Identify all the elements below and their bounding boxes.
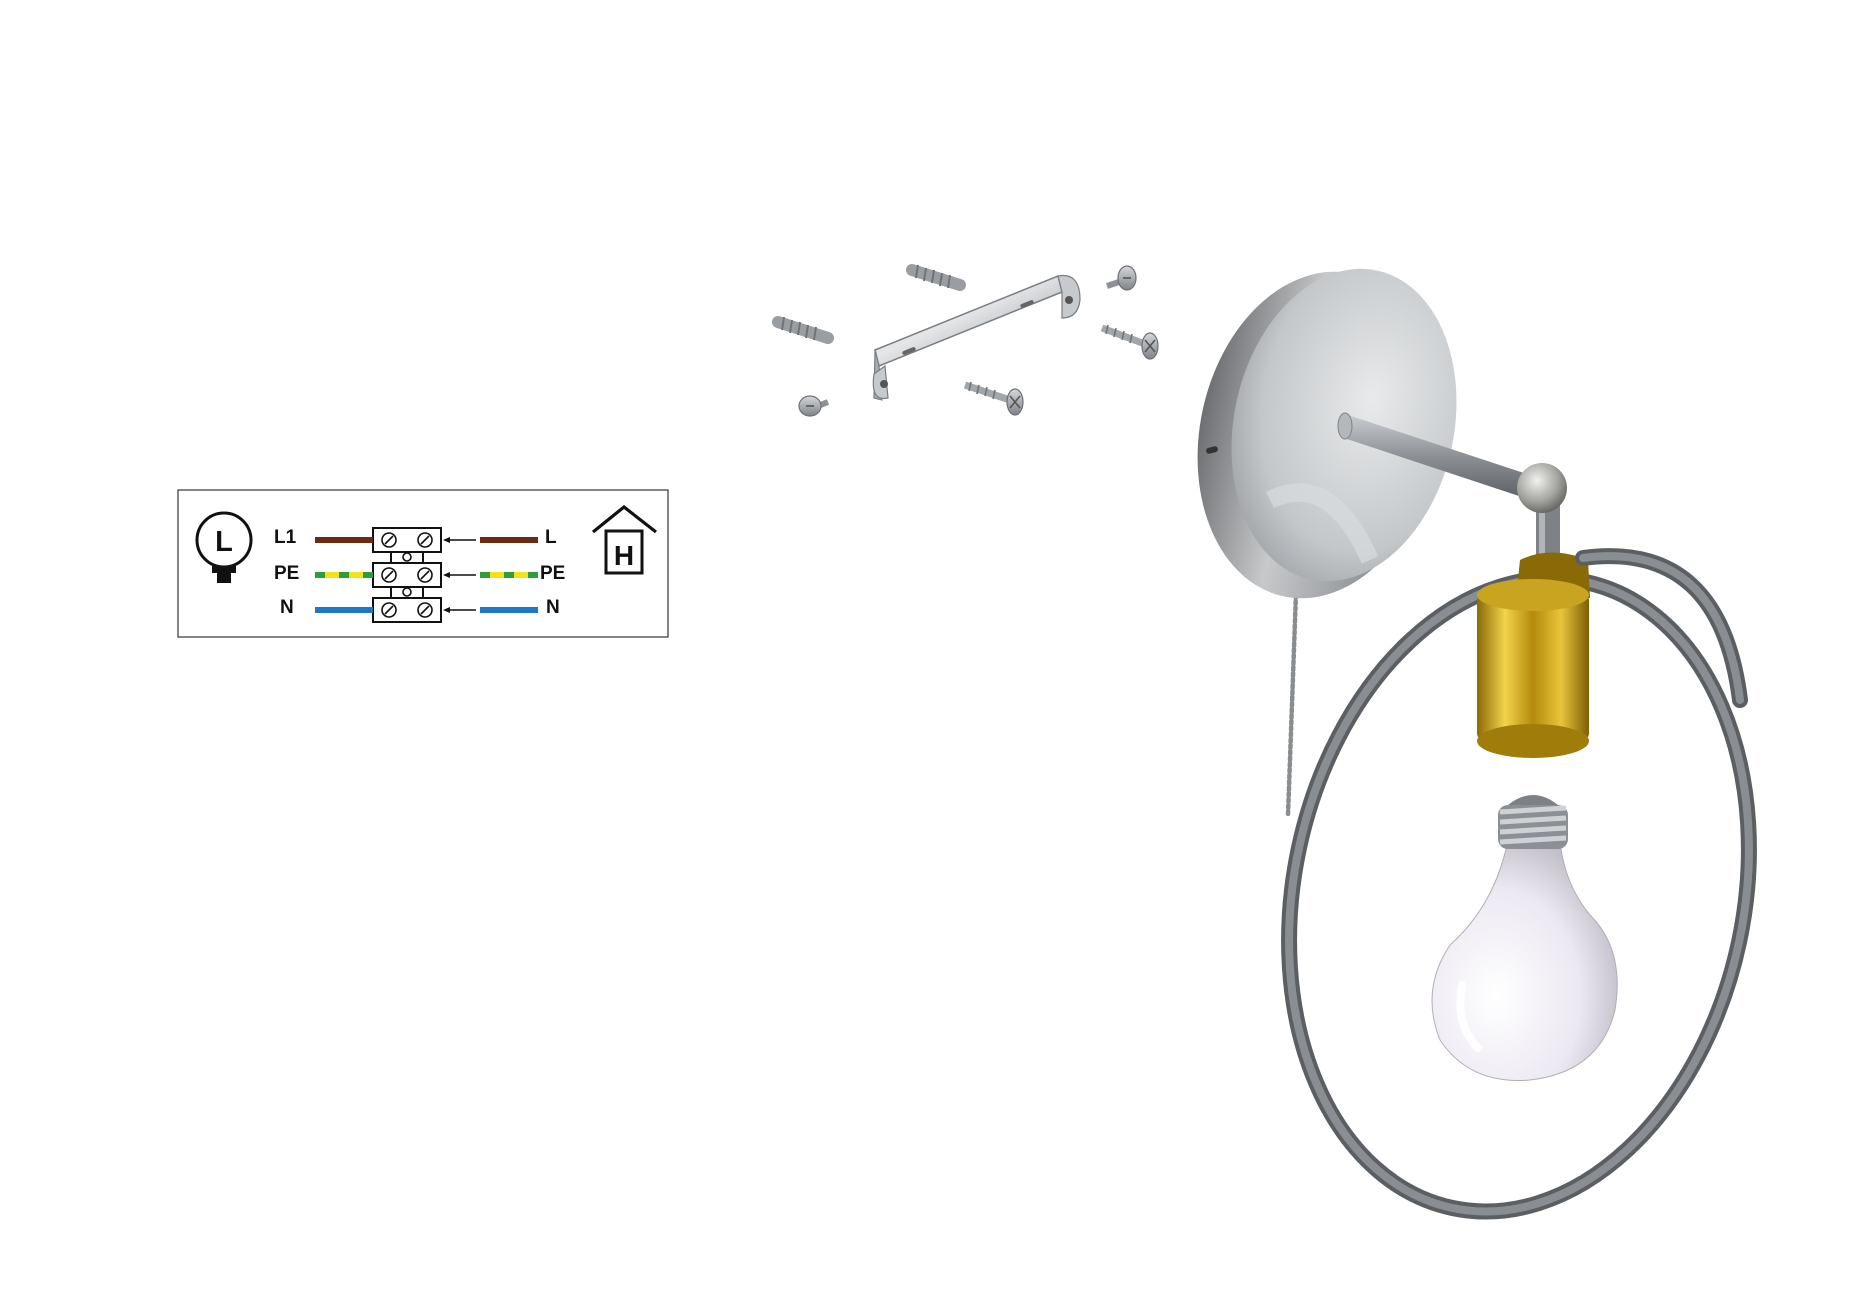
pull-chain-icon <box>1285 562 1300 818</box>
wire-label-left-2: PE <box>274 563 299 584</box>
screw-icon <box>1100 324 1159 360</box>
screw-icon <box>963 381 1024 416</box>
decorative-ring-front <box>1575 548 1748 708</box>
mounting-hardware <box>772 264 1159 417</box>
wall-plug-icon <box>906 264 966 291</box>
wire-label-right-2: PE <box>540 563 565 584</box>
mounting-bracket-icon <box>872 274 1081 401</box>
wall-canopy <box>1197 268 1457 599</box>
wire-live-lamp <box>315 537 373 543</box>
swivel-knuckle <box>1517 463 1567 513</box>
house-symbol-letter: H <box>614 540 634 571</box>
lamp-arm <box>1337 412 1567 563</box>
house-symbol-icon: H <box>591 504 657 575</box>
wall-lamp-assembly <box>1197 268 1757 1220</box>
lamp-socket <box>1477 552 1590 758</box>
lamp-symbol-icon: L <box>195 511 253 583</box>
wall-plug-icon <box>772 316 834 344</box>
light-bulb-icon <box>1431 795 1618 1081</box>
bolt-icon <box>1106 265 1137 291</box>
wiring-diagram-label: L H <box>177 489 669 638</box>
wire-earth-house <box>480 572 538 578</box>
bulb-base <box>1498 795 1568 849</box>
wire-live-house <box>480 537 538 543</box>
wires <box>315 537 538 613</box>
lamp-symbol-letter: L <box>215 526 233 558</box>
terminal-block-icon <box>372 527 442 623</box>
wire-neutral-lamp <box>315 607 373 613</box>
wire-label-right-1: L <box>545 527 557 548</box>
wire-label-left-3: N <box>280 597 294 618</box>
wire-earth-lamp <box>315 572 373 578</box>
wire-label-right-3: N <box>546 597 560 618</box>
arrow-left-icon <box>443 537 476 613</box>
wire-neutral-house <box>480 607 538 613</box>
wire-label-left-1: L1 <box>274 527 297 548</box>
bolt-icon <box>798 395 830 417</box>
